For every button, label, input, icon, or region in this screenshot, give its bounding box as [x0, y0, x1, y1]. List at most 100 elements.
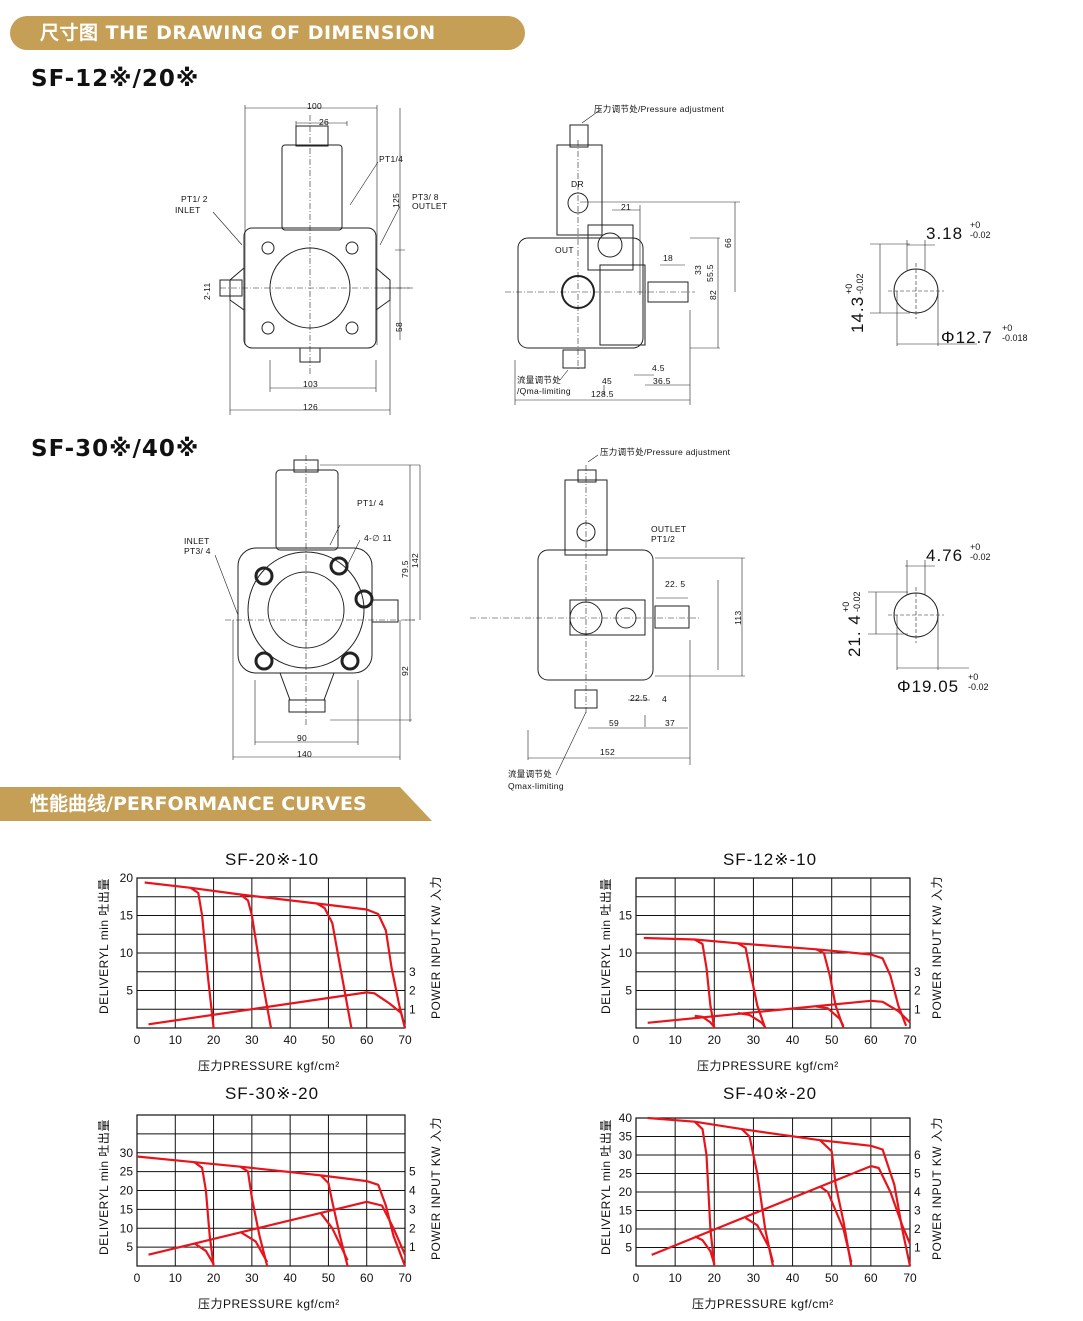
- x-tick-label: 70: [398, 1033, 412, 1047]
- y-tick-label: 15: [120, 909, 134, 923]
- delivery-curve: [740, 1128, 775, 1267]
- x-tick-label: 40: [283, 1271, 297, 1285]
- delivery-curve: [647, 1116, 912, 1267]
- x-tick-label: 70: [398, 1271, 412, 1285]
- dim-59: 59: [609, 718, 620, 728]
- outlet-label-sf30: OUTLET: [651, 524, 687, 534]
- inlet-label: INLET: [175, 205, 201, 215]
- dia-tol-dn: -0.018: [1002, 333, 1028, 343]
- dim-55-5: 55.5: [705, 264, 715, 282]
- shaft-diameter-sf30: Φ19.05: [897, 677, 960, 696]
- dim-128-5: 128.5: [591, 389, 614, 399]
- delivery-curve: [189, 886, 215, 1029]
- dimension-section-banner: 尺寸图 THE DRAWING OF DIMENSION: [10, 16, 525, 50]
- key-tol-dn: -0.02: [970, 230, 991, 240]
- y-axis-label: DELIVERYL min 吐出量: [599, 878, 613, 1014]
- x-tick-label: 0: [134, 1033, 141, 1047]
- y-tick-label: 5: [126, 1240, 133, 1254]
- x-tick-label: 0: [633, 1033, 640, 1047]
- y-tick-label: 10: [120, 946, 134, 960]
- height-tol-dn: -0.02: [855, 273, 865, 294]
- dim-125: 125: [391, 192, 401, 208]
- x-tick-label: 30: [747, 1033, 761, 1047]
- key-tol-dn-sf30: -0.02: [970, 552, 991, 562]
- dim-142: 142: [410, 552, 420, 568]
- dim-92: 92: [400, 665, 410, 676]
- power-curve: [694, 1014, 716, 1028]
- dim-58: 58: [394, 321, 404, 332]
- y-right-tick-label: 2: [409, 1221, 416, 1235]
- y-right-tick-label: 5: [409, 1165, 416, 1179]
- y-right-tick-label: 5: [914, 1167, 921, 1181]
- power-curve: [815, 1005, 845, 1027]
- y-tick-label: 30: [619, 1148, 633, 1162]
- dim-2-11: 2-11: [202, 282, 212, 300]
- x-tick-label: 20: [207, 1033, 221, 1047]
- y-right-tick-label: 1: [409, 1002, 416, 1016]
- dim-37: 37: [665, 718, 676, 728]
- port-pt12-sf30: PT1/2: [651, 534, 676, 544]
- dim-140: 140: [297, 749, 313, 759]
- dim-113: 113: [733, 610, 743, 625]
- x-tick-label: 30: [245, 1271, 259, 1285]
- shaft-height-sf30: 21. 4: [845, 614, 864, 657]
- y-tick-label: 5: [625, 984, 632, 998]
- x-tick-label: 40: [283, 1033, 297, 1047]
- dim-26: 26: [319, 117, 330, 127]
- x-axis-label: 压力PRESSURE kgf/cm²: [198, 1297, 340, 1311]
- power-curve: [819, 1185, 853, 1263]
- y-tick-label: 20: [120, 1184, 134, 1198]
- holes-4x11: 4-∅ 11: [364, 533, 392, 543]
- port-pt38: PT3/ 8: [412, 192, 439, 202]
- dim-4-5: 4.5: [652, 363, 665, 373]
- y-tick-label: 30: [120, 1146, 134, 1160]
- delivery-curve: [320, 1174, 349, 1267]
- flow-limit-label-en: /Qma-limiting: [517, 386, 571, 396]
- chart-title: SF-40※-20: [722, 1084, 818, 1103]
- x-tick-label: 20: [207, 1271, 221, 1285]
- y-right-axis-label: POWER INPUT KW 入力: [429, 876, 443, 1019]
- y-axis-label: DELIVERYL min 吐出量: [97, 1119, 111, 1255]
- power-curve: [193, 1242, 215, 1265]
- height-tol-up: +0: [844, 283, 854, 294]
- delivery-curve: [737, 942, 767, 1029]
- height-tol-up-sf30: +0: [841, 601, 851, 612]
- x-tick-label: 10: [668, 1033, 682, 1047]
- dim-36-5: 36.5: [653, 376, 671, 386]
- y-right-axis-label: POWER INPUT KW 入力: [429, 1117, 443, 1260]
- y-tick-label: 5: [126, 984, 133, 998]
- x-tick-label: 0: [134, 1271, 141, 1285]
- key-tol-up: +0: [970, 220, 981, 230]
- x-axis-label: 压力PRESSURE kgf/cm²: [692, 1297, 834, 1311]
- y-right-tick-label: 2: [409, 984, 416, 998]
- shaft-height: 14.3: [848, 295, 867, 333]
- dim-22-5-b: 22.5: [630, 693, 648, 703]
- dim-103: 103: [303, 379, 319, 389]
- dim-45: 45: [602, 376, 613, 386]
- out-label: OUT: [555, 245, 574, 255]
- delivery-curve: [694, 938, 716, 1029]
- dim-33: 33: [693, 264, 703, 275]
- y-right-tick-label: 3: [409, 1202, 416, 1216]
- dim-90: 90: [297, 733, 308, 743]
- dia-tol-up: +0: [1002, 323, 1013, 333]
- delivery-curve: [819, 1139, 853, 1267]
- y-right-tick-label: 4: [914, 1185, 921, 1199]
- x-tick-label: 20: [708, 1271, 722, 1285]
- y-right-tick-label: 1: [914, 1241, 921, 1255]
- dim-100: 100: [307, 101, 323, 111]
- chart-title: SF-30※-20: [224, 1084, 320, 1103]
- delivery-curve: [239, 893, 273, 1029]
- x-tick-label: 50: [322, 1271, 336, 1285]
- y-tick-label: 5: [625, 1241, 632, 1255]
- drain-label: DR: [571, 179, 584, 189]
- pressure-adjustment-label-sf30: 压力调节处/Pressure adjustment: [600, 447, 731, 457]
- dim-126: 126: [303, 402, 319, 412]
- plot-frame: [136, 1114, 406, 1267]
- x-axis-label: 压力PRESSURE kgf/cm²: [697, 1059, 839, 1073]
- dim-66: 66: [723, 237, 733, 248]
- x-tick-label: 10: [169, 1033, 183, 1047]
- power-curve: [319, 1212, 349, 1261]
- power-curve: [647, 999, 911, 1024]
- dim-82: 82: [708, 289, 718, 300]
